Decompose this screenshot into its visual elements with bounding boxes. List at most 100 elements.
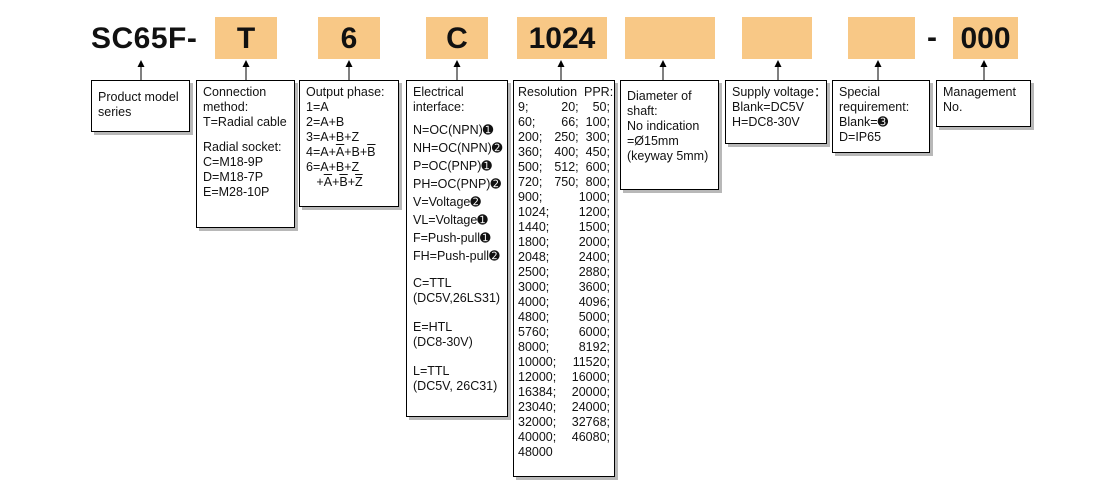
resolution-box: Resolution PPR: 9;20;50;60;66;100;200;25… (513, 80, 615, 477)
management-line-2: No. (943, 100, 963, 114)
electrical-title-2: interface: (413, 100, 465, 114)
ppr-value: 10000; (518, 355, 557, 369)
ppr-value: 720; (518, 175, 543, 189)
connection-method-box: Connection method: T=Radial cable Radial… (196, 80, 295, 228)
ppr-value: 8192; (578, 340, 610, 354)
ppr-value: 16384; (518, 385, 557, 399)
ppr-value: 12000; (518, 370, 557, 384)
ppr-value: 2400; (578, 250, 610, 264)
electrical-item: F=Push-pull➊ (413, 231, 491, 245)
management-line-1: Management (943, 85, 1016, 99)
management-box: Management No. (936, 80, 1031, 127)
ppr-value: 32000; (518, 415, 557, 429)
ppr-value: 1440; (518, 220, 550, 234)
code-supply (742, 17, 812, 59)
radial-socket-c: C=M18-9P (203, 155, 264, 169)
electrical-item: VL=Voltage➊ (413, 213, 488, 227)
model-prefix: SC65F- (91, 22, 198, 55)
connection-line-2: method: (203, 100, 249, 114)
ppr-value: 3600; (578, 280, 610, 294)
code-connection: T (215, 17, 277, 59)
ppr-value: 20; (561, 100, 579, 114)
ppr-value: 200; (518, 130, 543, 144)
ppr-value: 4096; (578, 295, 610, 309)
ppr-value: 4000; (518, 295, 550, 309)
special-title-2: requirement: (839, 100, 910, 114)
ppr-value: 16000; (571, 370, 610, 384)
ppr-value: 5000; (578, 310, 610, 324)
radial-socket-e: E=M28-10P (203, 185, 270, 199)
supply-h: H=DC8-30V (732, 115, 800, 129)
connection-line-1: Connection (203, 85, 267, 99)
product-line-1: Product model (98, 90, 179, 104)
ppr-value: 5760; (518, 325, 550, 339)
special-blank: Blank=➌ (839, 115, 889, 129)
ppr-value: 300; (585, 130, 610, 144)
supply-blank: Blank=DC5V (732, 100, 804, 114)
special-title-1: Special (839, 85, 880, 99)
output-phase-box: Output phase: 1=A 2=A+B 3=A+B+Z 4=A+A+B+… (299, 80, 399, 207)
ppr-value: 2500; (518, 265, 550, 279)
ppr-value: 450; (585, 145, 610, 159)
ppr-value: 11520; (572, 355, 610, 369)
resolution-grid-3col: 9;20;50;60;66;100;200;250;300;360;400;45… (518, 100, 610, 190)
supply-voltage-box: Supply voltage： Blank=DC5V H=DC8-30V (725, 80, 827, 144)
code-output-phase: 6 (318, 17, 380, 59)
output-phase-1: 1=A (306, 100, 329, 114)
ppr-value: 250; (554, 130, 579, 144)
output-phase-6: 6=A+B+Z (306, 160, 360, 174)
shaft-line-2: shaft: (627, 104, 658, 118)
electrical-item: V=Voltage➋ (413, 195, 481, 209)
separator-dash: - (927, 21, 937, 54)
ppr-value: 1800; (518, 235, 550, 249)
ppr-value: 1000; (578, 190, 610, 204)
electrical-item: NH=OC(NPN)➋ (413, 141, 503, 155)
connection-line-3: T=Radial cable (203, 115, 287, 129)
radial-socket-d: D=M18-7P (203, 170, 264, 184)
product-line-2: series (98, 105, 132, 119)
ppr-value: 750; (554, 175, 579, 189)
output-phase-3: 3=A+B+Z (306, 130, 360, 144)
ppr-value: 23040; (518, 400, 557, 414)
product-model-box: Product model series (91, 80, 190, 132)
shaft-line-5: (keyway 5mm) (627, 149, 709, 163)
code-shaft (625, 17, 715, 59)
code-electrical: C (426, 17, 488, 59)
ppr-value: 46080; (571, 430, 610, 444)
ppr-value: 32768; (571, 415, 610, 429)
electrical-title-1: Electrical (413, 85, 464, 99)
supply-title: Supply voltage： (732, 85, 827, 99)
ppr-value: 1024; (518, 205, 550, 219)
ppr-value: 66; (561, 115, 579, 129)
radial-socket-title: Radial socket: (203, 140, 282, 154)
electrical-group-l: L=TTL (413, 364, 450, 378)
ppr-value: 100; (585, 115, 610, 129)
ppr-value: 2000; (578, 235, 610, 249)
ppr-value: 4800; (518, 310, 550, 324)
code-resolution: 1024 (517, 17, 607, 59)
output-phase-2: 2=A+B (306, 115, 345, 129)
electrical-group-l-desc: (DC5V, 26C31) (413, 379, 498, 393)
ppr-value: 24000; (571, 400, 610, 414)
electrical-item: PH=OC(PNP)➋ (413, 177, 501, 191)
ppr-value: 400; (554, 145, 579, 159)
code-management: 000 (953, 17, 1018, 59)
code-special (848, 17, 915, 59)
resolution-grid-2col: 900;1000;1024;1200;1440;1500;1800;2000;2… (518, 190, 610, 445)
resolution-title: Resolution PPR: (518, 85, 614, 99)
ppr-value: 1500; (578, 220, 610, 234)
ppr-value: 1200; (578, 205, 610, 219)
resolution-last: 48000 (518, 445, 553, 459)
ppr-value: 8000; (518, 340, 550, 354)
ppr-value: 900; (518, 190, 543, 204)
electrical-interface-box: Electrical interface: N=OC(NPN)➊ NH=OC(N… (406, 80, 508, 417)
electrical-group-e-desc: (DC8-30V) (413, 335, 473, 349)
ppr-value: 360; (518, 145, 543, 159)
special-requirement-box: Special requirement: Blank=➌ D=IP65 (832, 80, 930, 153)
ppr-value: 50; (592, 100, 610, 114)
special-d: D=IP65 (839, 130, 882, 144)
ppr-value: 800; (585, 175, 610, 189)
ppr-value: 600; (585, 160, 610, 174)
shaft-line-4: =Ø15mm (627, 134, 679, 148)
ppr-value: 500; (518, 160, 543, 174)
